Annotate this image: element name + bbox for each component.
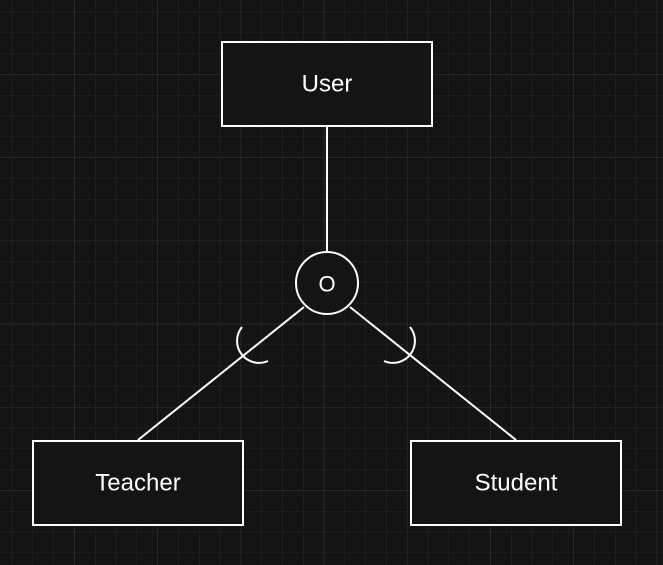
entity-teacher-box[interactable] — [32, 440, 244, 526]
subset-arc-student — [383, 326, 416, 364]
entity-user-label: User — [302, 71, 353, 98]
entity-user-box[interactable] — [221, 41, 433, 127]
subset-arc-teacher — [236, 326, 269, 364]
entity-user[interactable]: User — [221, 41, 433, 127]
connector-subtype-student[interactable] — [349, 306, 517, 441]
connector-subtype-teacher[interactable] — [137, 306, 305, 441]
specialization-node[interactable]: O — [295, 251, 359, 315]
specialization-circle[interactable] — [295, 251, 359, 315]
entity-student-label: Student — [475, 470, 558, 497]
entity-student[interactable]: Student — [410, 440, 622, 526]
entity-teacher-label: Teacher — [95, 470, 180, 497]
constraint-symbol: O — [318, 272, 335, 297]
entity-student-box[interactable] — [410, 440, 622, 526]
entity-teacher[interactable]: Teacher — [32, 440, 244, 526]
